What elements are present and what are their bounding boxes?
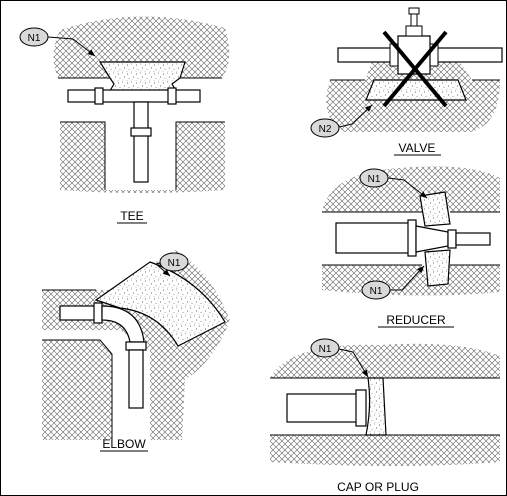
cap-pipe — [286, 393, 358, 423]
elbow-title: ELBOW — [102, 437, 146, 451]
valve-thrust-block — [365, 79, 467, 101]
cap-n1-callout: N1 — [310, 338, 354, 358]
elbow-soil-inner — [42, 340, 112, 440]
elbow-detail: N1 ELBOW — [42, 250, 230, 452]
elbow-n1-callout: N1 — [155, 252, 189, 272]
svg-text:N1: N1 — [28, 33, 41, 44]
cap-soil-bottom — [270, 435, 500, 466]
reducer-n1-top-callout: N1 — [359, 168, 405, 188]
reducer-detail: N1 N1 REDUCER — [322, 166, 500, 328]
elbow-pipe-vertical — [128, 349, 144, 409]
svg-text:N1: N1 — [368, 174, 381, 185]
reducer-pipe-large — [335, 222, 417, 254]
reducer-soil-top — [322, 166, 500, 212]
tee-pipe-branch — [133, 101, 149, 183]
cap-detail: N1 CAP OR PLUG — [270, 338, 500, 494]
reducer-cone — [415, 225, 449, 253]
reducer-n1-bottom-callout: N1 — [361, 280, 402, 300]
tee-n1-callout: N1 — [19, 27, 74, 47]
reducer-title: REDUCER — [386, 313, 446, 327]
cap-thrust-block — [365, 377, 387, 436]
cap-soil-top — [270, 343, 500, 378]
valve-n2-callout: N2 — [310, 118, 353, 138]
svg-text:N1: N1 — [319, 344, 332, 355]
tee-detail: N1 TEE — [19, 16, 230, 224]
valve-detail: N2 VALVE — [310, 7, 503, 156]
elbow-thrust-block — [94, 261, 226, 347]
tee-soil-bottom — [60, 122, 225, 193]
tee-title: TEE — [120, 209, 143, 223]
svg-text:N1: N1 — [370, 286, 383, 297]
reducer-thrust-block-top — [419, 191, 451, 227]
svg-text:N2: N2 — [319, 124, 332, 135]
svg-text:N1: N1 — [168, 258, 181, 269]
tee-pipe-horizontal — [67, 89, 201, 103]
reducer-thrust-block-bottom — [424, 249, 451, 287]
cap-title: CAP OR PLUG — [337, 480, 419, 494]
valve-title: VALVE — [399, 141, 436, 155]
reducer-pipe-small — [455, 232, 491, 246]
